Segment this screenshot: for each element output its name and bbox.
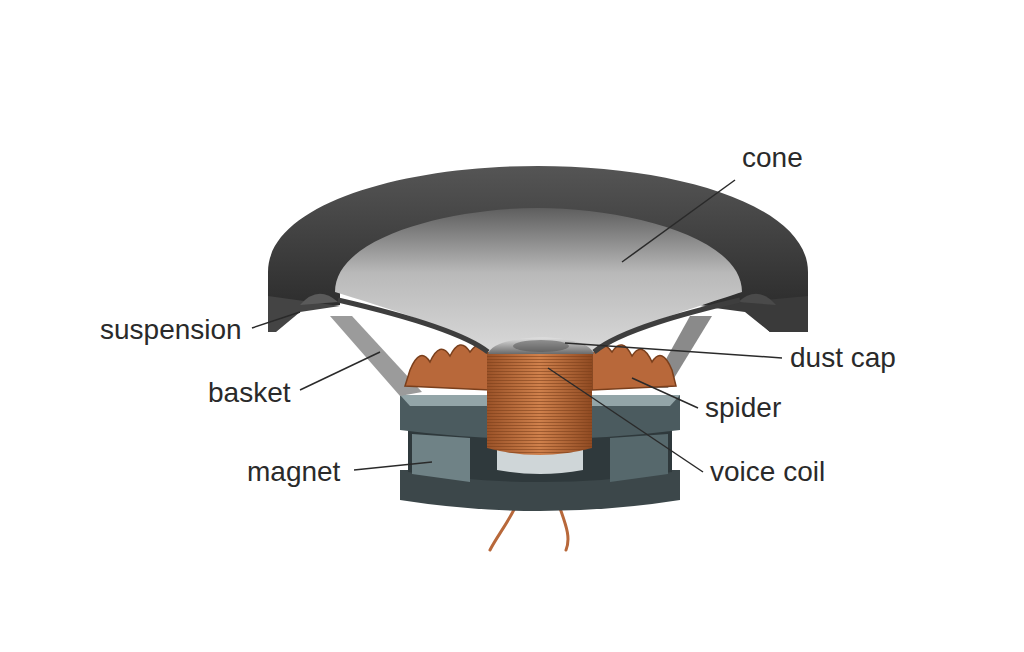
part-label: voice coil xyxy=(710,456,825,488)
dust-cap-shade xyxy=(513,340,569,352)
leader-line xyxy=(354,462,432,470)
leader-lines xyxy=(252,180,782,472)
cone-body xyxy=(335,208,742,352)
coil-windings xyxy=(487,352,592,455)
leader-line xyxy=(300,352,380,390)
leader-line xyxy=(548,368,703,472)
spider-right xyxy=(592,344,676,390)
surround-roll xyxy=(300,294,338,305)
cone-cut-edge xyxy=(338,300,740,352)
leader-line xyxy=(632,378,698,408)
voice-coil xyxy=(487,352,592,455)
leader-line xyxy=(252,312,300,328)
part-label: suspension xyxy=(100,314,242,346)
spider-left xyxy=(405,344,490,390)
part-label: dust cap xyxy=(790,342,896,374)
surround-roll xyxy=(738,294,776,305)
magnet-cut-face xyxy=(412,434,470,482)
magnet-cut-face xyxy=(610,434,668,482)
part-label: cone xyxy=(742,142,803,174)
leader-line xyxy=(622,180,735,262)
part-label: spider xyxy=(705,392,781,424)
dust-cap xyxy=(488,338,594,355)
part-label: magnet xyxy=(247,456,340,488)
part-label: basket xyxy=(208,377,291,409)
leader-line xyxy=(565,343,782,358)
